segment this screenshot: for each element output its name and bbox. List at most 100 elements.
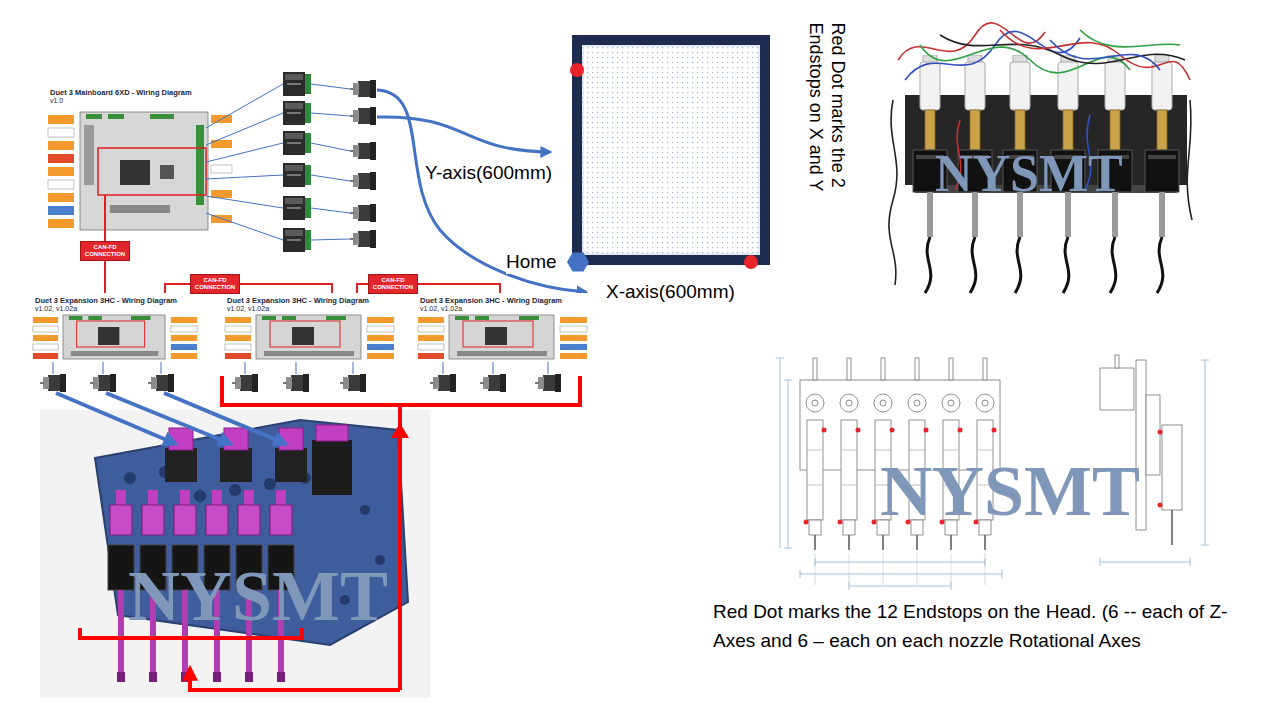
mainboard-thumbnail (98, 148, 206, 195)
axis-arrow (377, 90, 586, 292)
can-fd-box: CAN-FD CONNECTION (80, 241, 130, 261)
can-fd-box: CAN-FD CONNECTION (368, 274, 418, 294)
nozzle-unit (118, 590, 124, 675)
stepper-motor (350, 80, 376, 248)
stepper-driver (283, 163, 311, 187)
stepper-motor (535, 374, 561, 392)
nozzle-unit (245, 672, 253, 682)
head-cad (40, 410, 430, 698)
motor-wire (161, 362, 162, 374)
nozzle-unit (212, 490, 222, 505)
driver-wiring (206, 196, 283, 208)
driver-wiring (311, 113, 350, 116)
stepper-driver (283, 196, 311, 220)
endstop-dot (744, 255, 758, 269)
stepper-motor (340, 374, 366, 392)
motor-wire (296, 362, 297, 374)
connection-label: CAN-FD CONNECTION (83, 244, 127, 258)
can-fd-link (418, 284, 500, 293)
board-title: Duet 3 Expansion 3HC - Wiring Diagram (35, 296, 177, 305)
head-cad (220, 448, 252, 482)
board-version: v1.02, v1.02a (227, 305, 269, 313)
head-drawing (776, 355, 1209, 590)
expansion-board-diagram: Duet 3 Expansion 3HC - Wiring Diagramv1.… (30, 293, 200, 371)
watermark: NYSMT (128, 560, 388, 632)
dimension-line (800, 570, 1002, 578)
mainboard-thumbnail (120, 160, 150, 185)
mainboard-thumbnail (104, 195, 106, 235)
nozzle-unit (174, 505, 196, 535)
dimension-line (784, 380, 792, 548)
mainboard-thumbnail (211, 165, 232, 173)
nozzle-unit (180, 490, 190, 505)
nozzle-unit (117, 672, 125, 682)
board-version: v1.02, v1.02a (35, 305, 77, 313)
head-photo (1145, 55, 1179, 293)
head-cad (40, 410, 430, 698)
head-drawing (1171, 510, 1173, 545)
head-cad (194, 490, 206, 502)
stepper-driver (283, 101, 311, 125)
motor-wire (245, 362, 246, 374)
print-bed (567, 40, 765, 272)
group-bracket (398, 407, 402, 690)
mainboard-thumbnail (160, 165, 174, 179)
print-bed (583, 46, 759, 254)
expansion-board-diagram: Duet 3 Expansion 3HC - Wiring Diagramv1.… (222, 293, 397, 371)
home-marker (567, 253, 589, 272)
motor-wire (1000, 30, 1190, 80)
mainboard-thumbnail (45, 85, 235, 235)
head-drawing (838, 358, 861, 585)
nozzle-unit (206, 505, 228, 535)
motor-arrow (164, 393, 286, 444)
can-fd-link (165, 284, 190, 293)
expansion-board-diagram: Duet 3 Expansion 3HC - Wiring Diagramv1.… (415, 293, 590, 371)
stepper-motor (350, 80, 376, 98)
stepper-driver (283, 72, 311, 96)
home-label: Home (506, 251, 557, 274)
mainboard-thumbnail (196, 125, 204, 205)
stepper-motor (430, 374, 456, 392)
motor-wire (103, 362, 104, 374)
mainboard-thumbnail (45, 85, 235, 235)
watermark: NYSMT (880, 455, 1140, 527)
stepper-motor (148, 374, 174, 392)
stepper-motor (40, 374, 66, 392)
motor-wire (889, 100, 897, 285)
mainboard-thumbnail (48, 206, 74, 215)
head-drawing (1158, 503, 1163, 508)
mainboard-thumbnail (48, 154, 74, 163)
nozzle-unit (149, 672, 157, 682)
stepper-motor (480, 374, 506, 392)
nozzle-unit (110, 505, 132, 535)
stepper-motor (40, 374, 561, 392)
head-cad (264, 478, 276, 490)
stepper-motor (232, 374, 258, 392)
nozzle-unit (238, 505, 260, 535)
board-title: Duet 3 Mainboard 6XD - Wiring Diagram (50, 88, 192, 97)
driver-wiring (206, 213, 283, 240)
stepper-driver (283, 228, 311, 252)
motor-wire (53, 362, 54, 374)
motor-wire (1187, 100, 1192, 220)
expansion-thumbnail (30, 293, 200, 371)
head-cad (165, 448, 197, 482)
driver-wiring (206, 84, 283, 128)
head-drawing (1146, 395, 1160, 475)
group-arrowhead (391, 423, 409, 438)
stepper-motor (350, 107, 376, 125)
stepper-motor (350, 230, 376, 248)
driver-wiring (311, 143, 350, 151)
driver-wiring (206, 143, 283, 162)
motor-wire (493, 362, 494, 374)
mainboard-thumbnail (48, 180, 74, 189)
head-drawing (1162, 425, 1182, 510)
driver-wiring (311, 208, 350, 213)
expansion-thumbnail (415, 293, 590, 371)
driver-wiring (206, 84, 350, 240)
driver-wiring (206, 113, 283, 145)
nozzle-unit (116, 490, 126, 505)
mainboard-thumbnail (48, 219, 74, 228)
print-bed (577, 40, 765, 260)
